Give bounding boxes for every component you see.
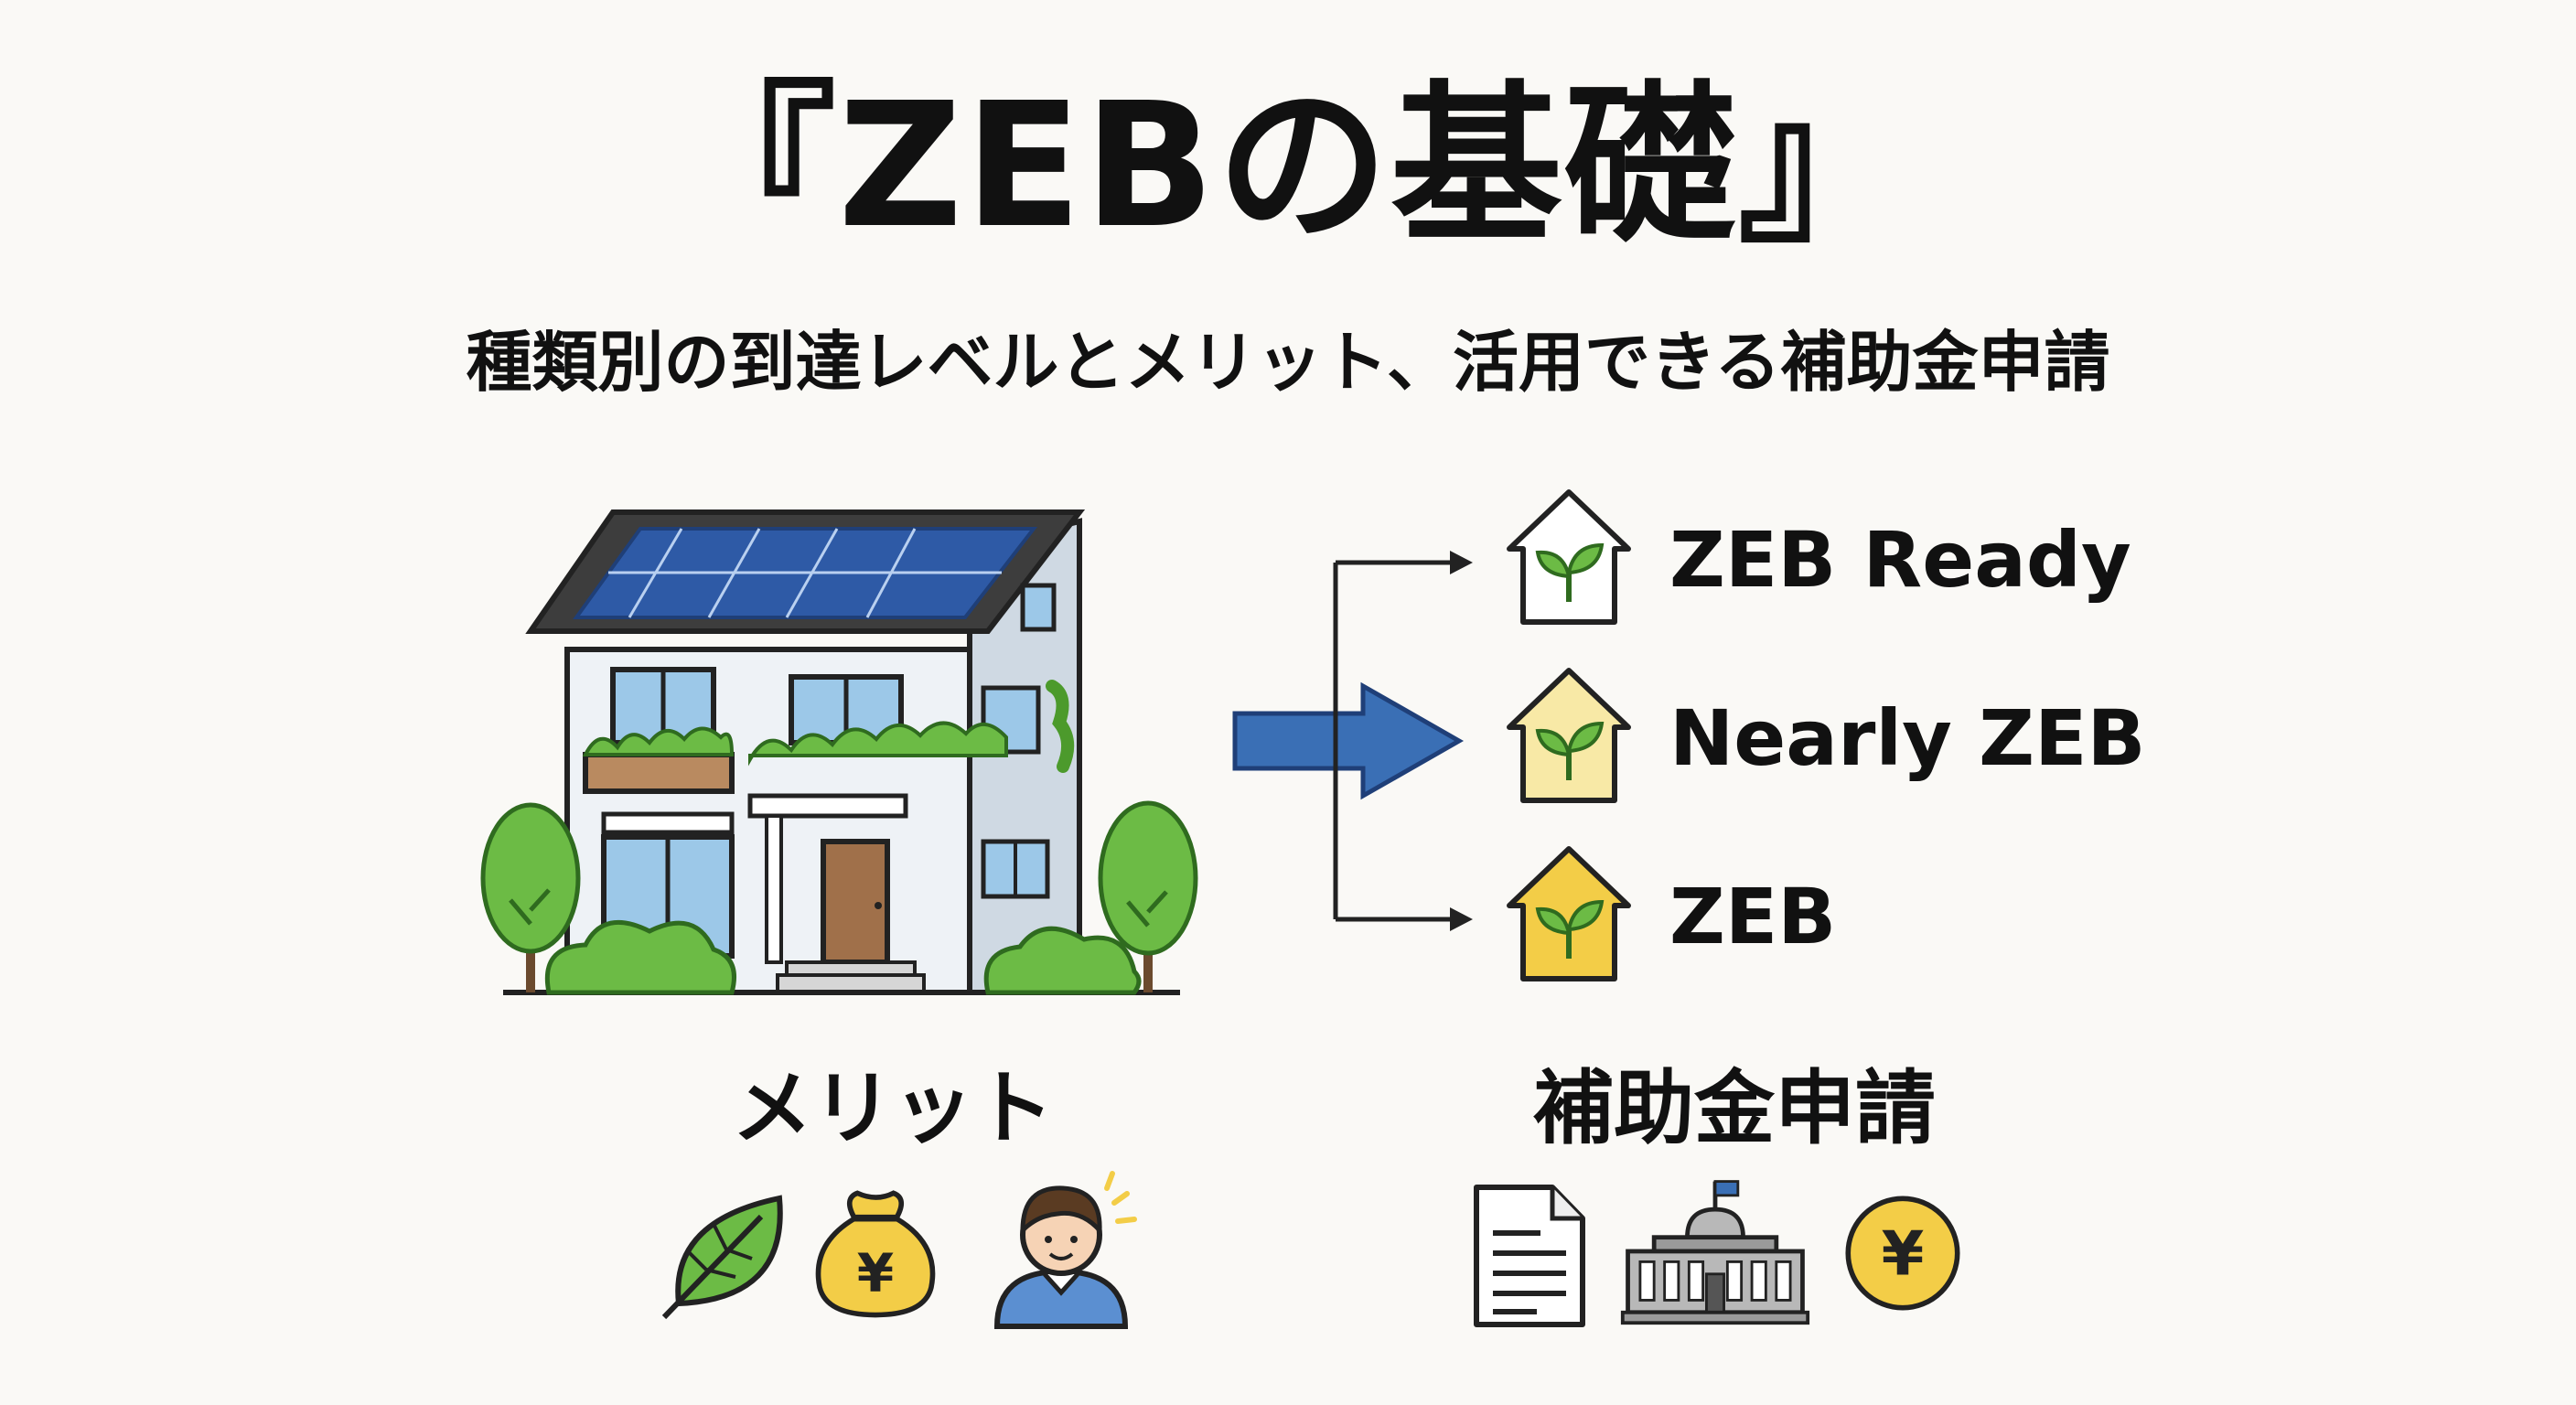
zeb-house-illustration [480,509,1198,995]
yen-money-bag-icon: ¥ [815,1190,936,1318]
level-label: Nearly ZEB [1669,693,2146,783]
document-icon [1474,1185,1585,1327]
page-title: 『ZEBの基礎』 [663,66,1913,266]
level-zeb: ZEB [1500,842,2232,988]
level-label: ZEB Ready [1669,515,2131,605]
yen-coin-icon: ¥ [1845,1196,1960,1311]
svg-text:¥: ¥ [857,1242,894,1304]
subsidy-heading: 補助金申請 [1533,1061,1937,1155]
house-leaf-icon [1507,846,1631,981]
house-leaf-icon [1507,668,1631,803]
page-subtitle: 種類別の到達レベルとメリット、活用できる補助金申請 [466,324,2110,401]
level-nearly-zeb: Nearly ZEB [1500,663,2232,810]
branching-arrows [1232,551,1473,931]
house-leaf-icon [1507,489,1631,625]
level-label: ZEB [1669,872,1837,961]
level-zeb-ready: ZEB Ready [1500,485,2232,631]
merits-heading: メリット [732,1061,1055,1155]
government-building-icon [1620,1180,1810,1325]
happy-person-icon [993,1171,1137,1329]
leaf-icon [661,1195,783,1320]
svg-text:¥: ¥ [1882,1217,1925,1289]
